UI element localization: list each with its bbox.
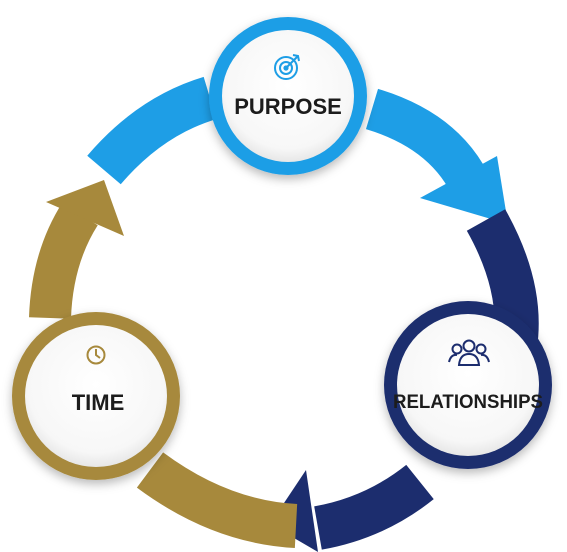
cycle-arrows: [29, 76, 539, 552]
node-relationships: RELATIONSHIPS: [384, 301, 552, 469]
people-icon: [448, 339, 490, 366]
node-purpose: PURPOSE: [209, 17, 367, 175]
arrow-time-to-purpose: [29, 180, 298, 548]
node-time: TIME: [12, 312, 180, 480]
time-label: TIME: [72, 390, 125, 415]
purpose-label: PURPOSE: [234, 94, 342, 119]
arrow-purpose-to-relationships: [365, 88, 508, 224]
arrow-purpose-tail: [87, 76, 217, 185]
relationships-label: RELATIONSHIPS: [393, 392, 543, 413]
target-icon: [274, 54, 300, 80]
clock-icon: [86, 345, 106, 365]
